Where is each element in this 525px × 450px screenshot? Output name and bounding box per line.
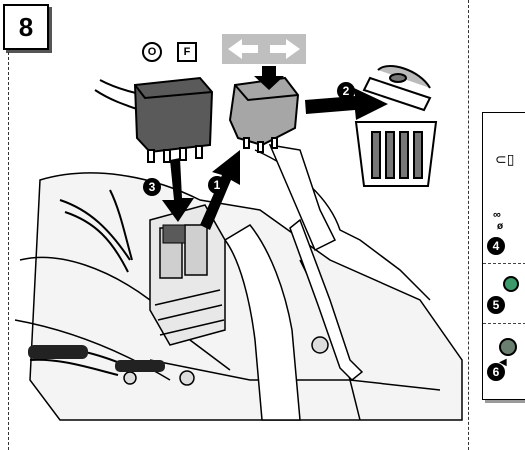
side-panel: ⊂▯ ∞ ø 4 5 ◀ 6 — [482, 112, 525, 400]
relay-label-o-text: O — [147, 46, 157, 58]
right-dashed-divider — [468, 0, 469, 450]
old-relay — [228, 76, 300, 153]
green-light-icon — [503, 276, 519, 292]
callout-6: 6 — [487, 363, 505, 381]
wire-bundle — [28, 345, 165, 372]
relay-label-f: F — [177, 42, 197, 62]
callout-4-text: 4 — [492, 239, 500, 253]
callout-1-text: 1 — [213, 178, 221, 192]
callout-6-text: 6 — [492, 365, 500, 379]
relay-label-o: O — [142, 42, 162, 62]
relay-socket-icon: ⊂▯ — [495, 151, 515, 167]
socket-slot — [162, 224, 186, 244]
panel-separator-1 — [483, 263, 525, 264]
left-right-arrows-icon — [228, 39, 300, 59]
callout-2: 2 — [337, 82, 355, 100]
callout-2-text: 2 — [342, 84, 350, 98]
grey-light-icon — [499, 338, 517, 356]
new-relay — [133, 76, 214, 163]
pointer-arrow — [254, 66, 284, 90]
callout-3: 3 — [143, 178, 161, 196]
discard-arrow — [305, 88, 388, 120]
panel-separator-2 — [483, 323, 525, 324]
step-number-box: 8 — [3, 4, 49, 50]
callout-1: 1 — [208, 176, 226, 194]
trash-can-icon — [354, 65, 438, 187]
swap-arrows-tile — [222, 34, 306, 64]
callout-3-text: 3 — [148, 180, 156, 194]
callout-5: 5 — [487, 296, 505, 314]
relay-label-f-text: F — [183, 46, 191, 58]
left-arrow-icon: ◀ — [499, 357, 507, 368]
step-number: 8 — [18, 11, 34, 42]
callout-5-text: 5 — [492, 298, 500, 312]
empty-set-icon: ø — [497, 221, 504, 232]
wiring-harness — [29, 79, 146, 376]
left-dashed-divider — [8, 52, 9, 450]
infinity-icon: ∞ — [493, 209, 501, 221]
callout-4: 4 — [487, 237, 505, 255]
insert-arrow — [162, 158, 194, 222]
relay-socket — [149, 204, 226, 346]
relay-replacement-illustration — [14, 65, 463, 421]
dashboard-structure — [14, 144, 463, 421]
